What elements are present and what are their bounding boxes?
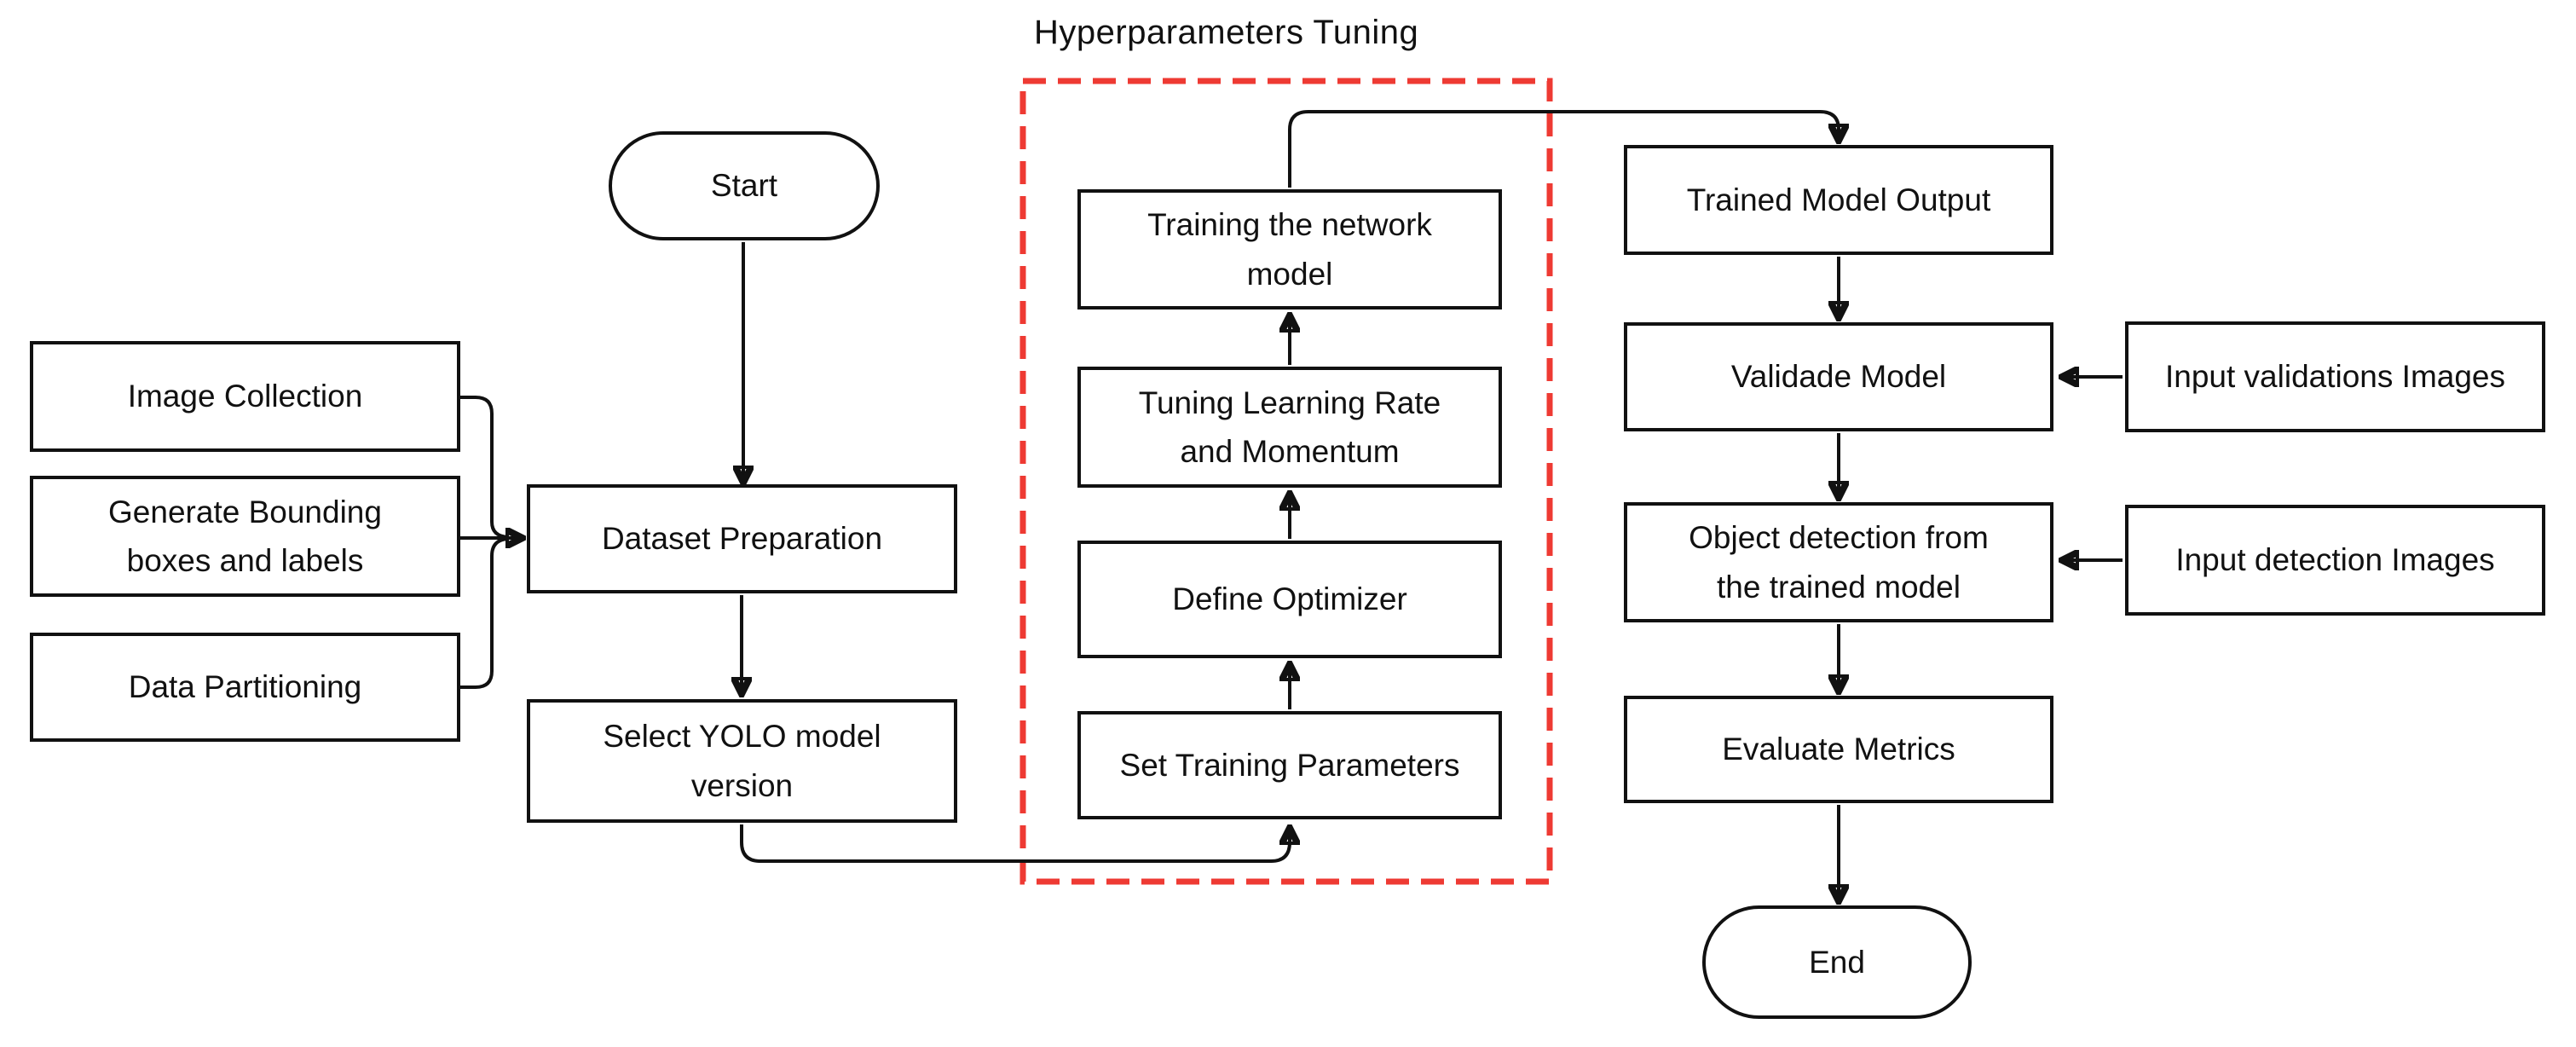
node-image-collection: Image Collection — [30, 341, 460, 452]
node-data-partitioning: Data Partitioning — [30, 633, 460, 742]
connector-image-collection-to-junction — [459, 396, 509, 539]
node-end: End — [1702, 905, 1972, 1019]
hyperparameters-tuning-dashed-outline — [1019, 78, 1553, 885]
node-generate-bounding-boxes: Generate Bounding boxes and labels — [30, 476, 460, 597]
node-training-network-model: Training the network model — [1077, 189, 1502, 309]
node-input-detection-images: Input detection Images — [2125, 505, 2545, 616]
tuning-group-title: Hyperparameters Tuning — [1034, 14, 1419, 51]
node-select-yolo-version: Select YOLO model version — [527, 699, 957, 823]
node-validade-model: Validade Model — [1624, 322, 2053, 431]
node-input-validations-images: Input validations Images — [2125, 321, 2545, 432]
node-define-optimizer: Define Optimizer — [1077, 541, 1502, 658]
connector-select-yolo-to-set-training-parameters — [740, 824, 1290, 863]
node-dataset-preparation: Dataset Preparation — [527, 484, 957, 593]
connector-data-partitioning-to-junction — [459, 537, 509, 689]
node-start: Start — [609, 131, 880, 240]
node-evaluate-metrics: Evaluate Metrics — [1624, 696, 2053, 803]
node-set-training-parameters: Set Training Parameters — [1077, 711, 1502, 819]
connector-training-network-to-trained-model-output — [1288, 110, 1839, 188]
node-tuning-learning-rate: Tuning Learning Rate and Momentum — [1077, 367, 1502, 488]
node-trained-model-output: Trained Model Output — [1624, 145, 2053, 255]
node-object-detection: Object detection from the trained model — [1624, 502, 2053, 622]
